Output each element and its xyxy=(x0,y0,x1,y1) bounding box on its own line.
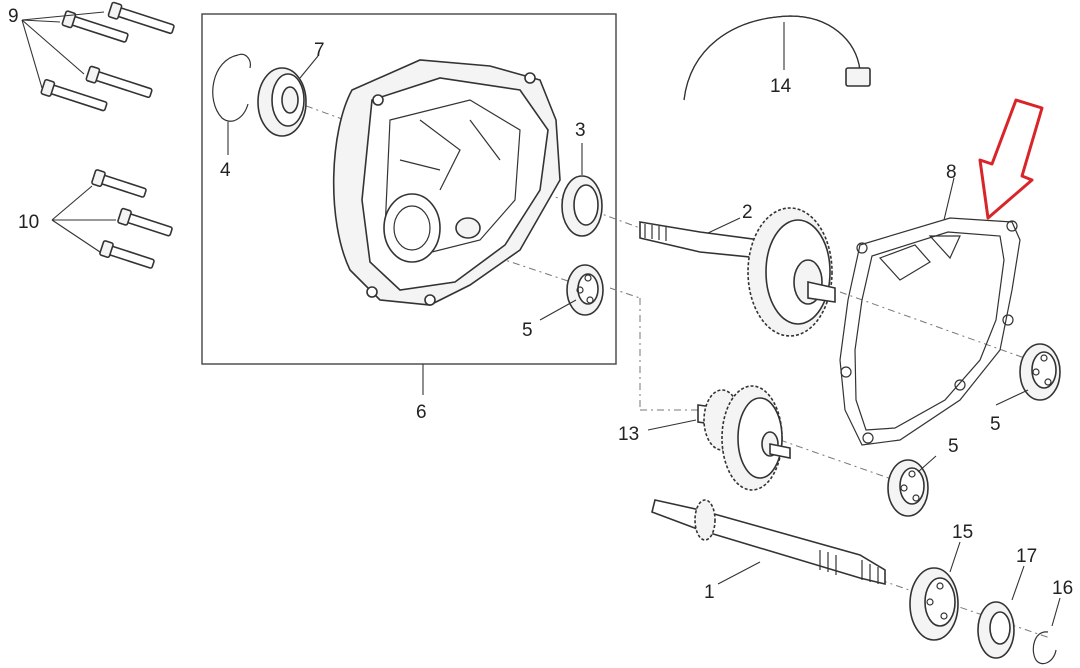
label-part-5-lower: 5 xyxy=(948,436,959,457)
label-part-5-upper: 5 xyxy=(522,320,533,341)
label-part-13: 13 xyxy=(618,424,639,445)
label-part-15: 15 xyxy=(952,522,973,543)
bolt-set-part-10 xyxy=(91,169,173,269)
label-part-17: 17 xyxy=(1016,546,1037,567)
breather-tube-part-14 xyxy=(683,15,871,101)
seal-part-17 xyxy=(977,601,1015,659)
double-gear-part-13 xyxy=(697,385,791,491)
label-part-5-right: 5 xyxy=(990,414,1001,435)
oil-seal-part-3 xyxy=(561,175,603,237)
main-shaft-part-1 xyxy=(651,499,886,586)
group-box-part-6 xyxy=(201,13,617,365)
label-part-14: 14 xyxy=(770,76,792,97)
circlip-part-16 xyxy=(1032,631,1057,665)
highlight-arrow xyxy=(978,98,1044,220)
bolt-set-part-9 xyxy=(40,1,175,112)
label-part-7: 7 xyxy=(314,40,325,61)
circlip-part-4 xyxy=(212,53,251,122)
bearing-part-5-upper xyxy=(566,264,604,316)
label-part-8: 8 xyxy=(946,162,957,183)
bearing-part-15 xyxy=(909,567,959,641)
label-part-1: 1 xyxy=(704,582,715,603)
label-part-9: 9 xyxy=(8,6,19,27)
label-part-10: 10 xyxy=(18,212,39,233)
bearing-part-5-lower xyxy=(887,459,929,517)
label-part-16: 16 xyxy=(1052,578,1073,599)
gearbox-cover-part-6 xyxy=(332,59,561,306)
callout-labels: 9 10 4 7 3 5 6 2 14 8 5 13 5 1 15 17 16 xyxy=(8,6,1073,603)
callout-leader-lines xyxy=(227,22,1061,627)
bearing-part-7 xyxy=(257,67,307,137)
label-part-4: 4 xyxy=(220,160,231,181)
label-part-2: 2 xyxy=(742,202,753,223)
label-part-6: 6 xyxy=(416,402,427,423)
gear-shaft-part-2 xyxy=(639,207,836,337)
label-part-3: 3 xyxy=(575,120,586,141)
leader-lines-9-10 xyxy=(21,11,116,253)
bearing-part-5-right xyxy=(1019,343,1061,401)
gasket-part-8 xyxy=(839,217,1021,446)
